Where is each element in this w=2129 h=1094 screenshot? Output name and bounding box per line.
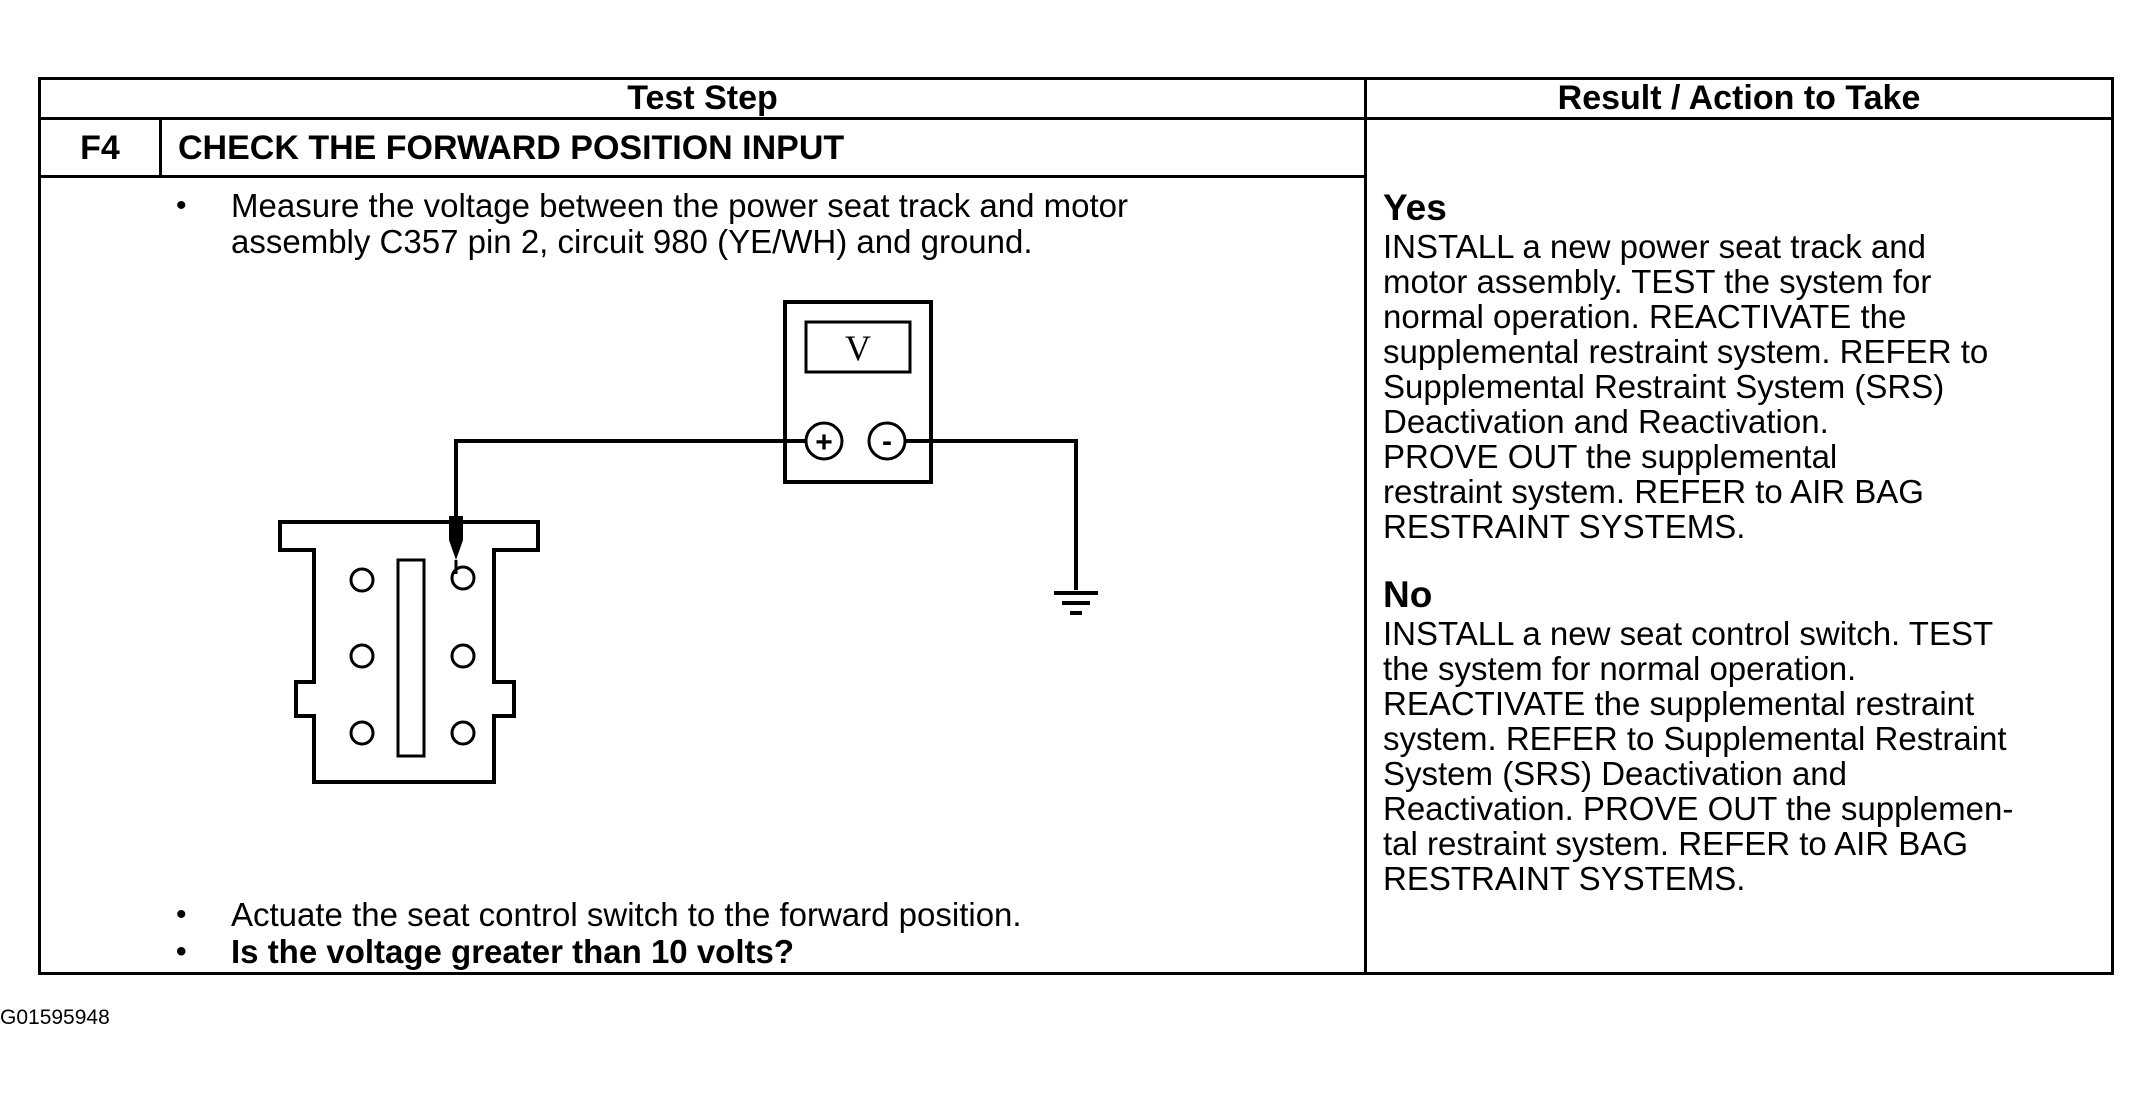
positive-lead (454, 439, 806, 516)
test-step-table (38, 77, 2114, 975)
connector-pin-2 (450, 565, 476, 591)
positive-terminal-label: + (815, 426, 833, 459)
result-no: No INSTALL a new seat control switch. TE… (1383, 574, 2103, 896)
result-yes: Yes INSTALL a new power seat track and m… (1383, 187, 2103, 544)
voltmeter-display-label: V (845, 328, 871, 368)
bullet-text: Is the voltage greater than 10 volts? (231, 933, 794, 970)
ground-icon (1054, 591, 1098, 615)
connector-pin (450, 643, 476, 669)
voltmeter-body (783, 300, 933, 484)
figure-id: G01595948 (0, 1006, 110, 1029)
bullet-text: Measure the voltage between the power se… (231, 187, 1129, 260)
step-id: F4 (80, 129, 120, 167)
bullet-marker: • (176, 189, 187, 222)
step-title-divider (38, 175, 1366, 178)
bullet-marker: • (176, 935, 187, 968)
result-no-action: INSTALL a new seat control switch. TEST … (1383, 615, 2014, 897)
connector-pin (349, 643, 375, 669)
bullet-text: Actuate the seat control switch to the f… (231, 896, 1022, 933)
connector-center-bar (396, 558, 426, 758)
step-title: CHECK THE FORWARD POSITION INPUT (178, 129, 845, 167)
negative-terminal-label: - (882, 425, 892, 458)
voltmeter-display (804, 320, 912, 374)
step-id-divider (159, 117, 162, 177)
result-no-label: No (1383, 574, 1433, 615)
connector-pin (450, 720, 476, 746)
connector-outline (278, 520, 540, 784)
column-divider (1364, 77, 1367, 975)
header-test-step: Test Step (627, 79, 778, 117)
connector-pin (349, 567, 375, 593)
bullet-marker: • (176, 898, 187, 931)
result-yes-action: INSTALL a new power seat track and motor… (1383, 228, 1989, 545)
header-result-action: Result / Action to Take (1557, 79, 1921, 117)
header-divider (38, 117, 2114, 120)
result-yes-label: Yes (1383, 187, 1447, 228)
probe-tip (449, 516, 463, 560)
negative-lead (905, 439, 1078, 590)
connector-pin (349, 720, 375, 746)
